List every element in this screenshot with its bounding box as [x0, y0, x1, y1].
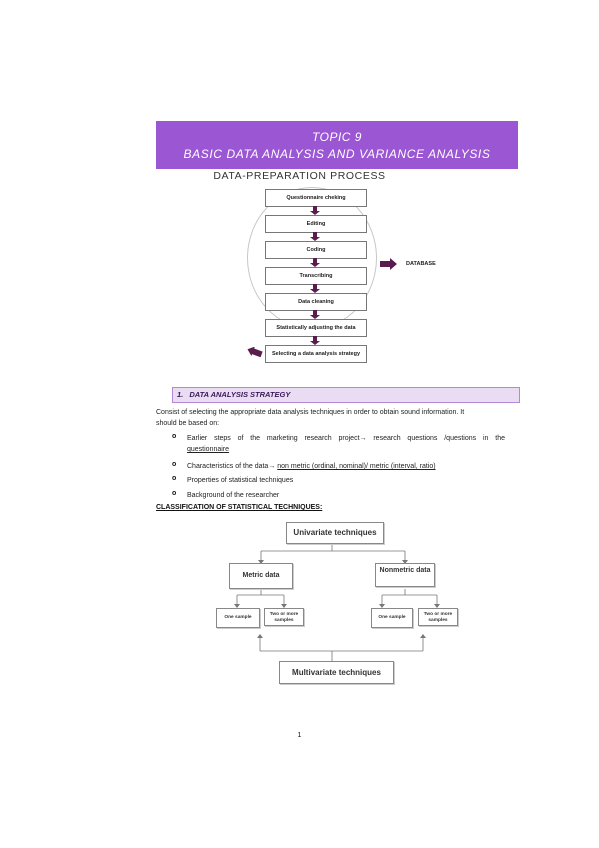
bullet-2-prefix: Characteristics of the data→ [187, 463, 278, 470]
classification-connectors [234, 545, 440, 661]
section-heading: 1. DATA ANALYSIS STRATEGY [172, 387, 520, 403]
topic-title: BASIC DATA ANALYSIS AND VARIANCE ANALYSI… [183, 147, 491, 161]
flow-step-strategy: Selecting a data analysis strategy [265, 345, 367, 363]
topic-banner: TOPIC 9 BASIC DATA ANALYSIS AND VARIANCE… [156, 121, 518, 169]
flow-step-transcribing: Transcribing [265, 267, 367, 285]
right-arrow-icon [380, 258, 397, 270]
bullet-marker: o [172, 461, 177, 468]
intro-line-1: Consist of selecting the appropriate dat… [156, 409, 465, 416]
topic-number: TOPIC 9 [312, 130, 362, 144]
univariate-box: Univariate techniques [286, 522, 384, 544]
bullet-2-underlined: non metric (ordinal, nominal)/ metric (i… [277, 463, 436, 470]
bullet-marker: o [172, 475, 177, 482]
section-title: DATA ANALYSIS STRATEGY [189, 390, 291, 399]
flow-step-editing: Editing [265, 215, 367, 233]
metric-one-sample-box: One sample [216, 608, 260, 628]
database-label: DATABASE [406, 261, 436, 267]
bullet-4-text: Background of the researcher [187, 492, 280, 499]
flow-step-data-cleaning: Data cleaning [265, 293, 367, 311]
page-number: 1 [297, 732, 302, 739]
section-number: 1. [177, 390, 184, 399]
nonmetric-data-box: Nonmetric data [375, 563, 435, 587]
intro-line-2: should be based on: [156, 420, 220, 427]
metric-two-samples-box: Two or more samples [264, 608, 304, 626]
bullet-1-text: Earlier steps of the marketing research … [187, 435, 505, 442]
metric-data-box: Metric data [229, 563, 293, 589]
classification-heading: CLASSIFICATION OF STATISTICAL TECHNIQUES… [156, 504, 323, 511]
bullet-marker: o [172, 490, 177, 497]
nonmetric-two-samples-box: Two or more samples [418, 608, 458, 626]
flowchart-title: DATA-PREPARATION PROCESS [213, 170, 386, 182]
bullet-3-text: Properties of statistical techniques [187, 477, 294, 484]
curved-arrow-icon [247, 347, 263, 358]
bullet-1-underlined: questionnaire [187, 446, 230, 453]
bullet-marker: o [172, 433, 177, 440]
nonmetric-one-sample-box: One sample [371, 608, 413, 628]
multivariate-box: Multivariate techniques [279, 661, 394, 684]
flow-step-questionnaire: Questionnaire cheking [265, 189, 367, 207]
bullet-2-text: Characteristics of the data→ non metric … [187, 461, 505, 472]
flow-step-adjusting: Statistically adjusting the data [265, 319, 367, 337]
flow-step-coding: Coding [265, 241, 367, 259]
